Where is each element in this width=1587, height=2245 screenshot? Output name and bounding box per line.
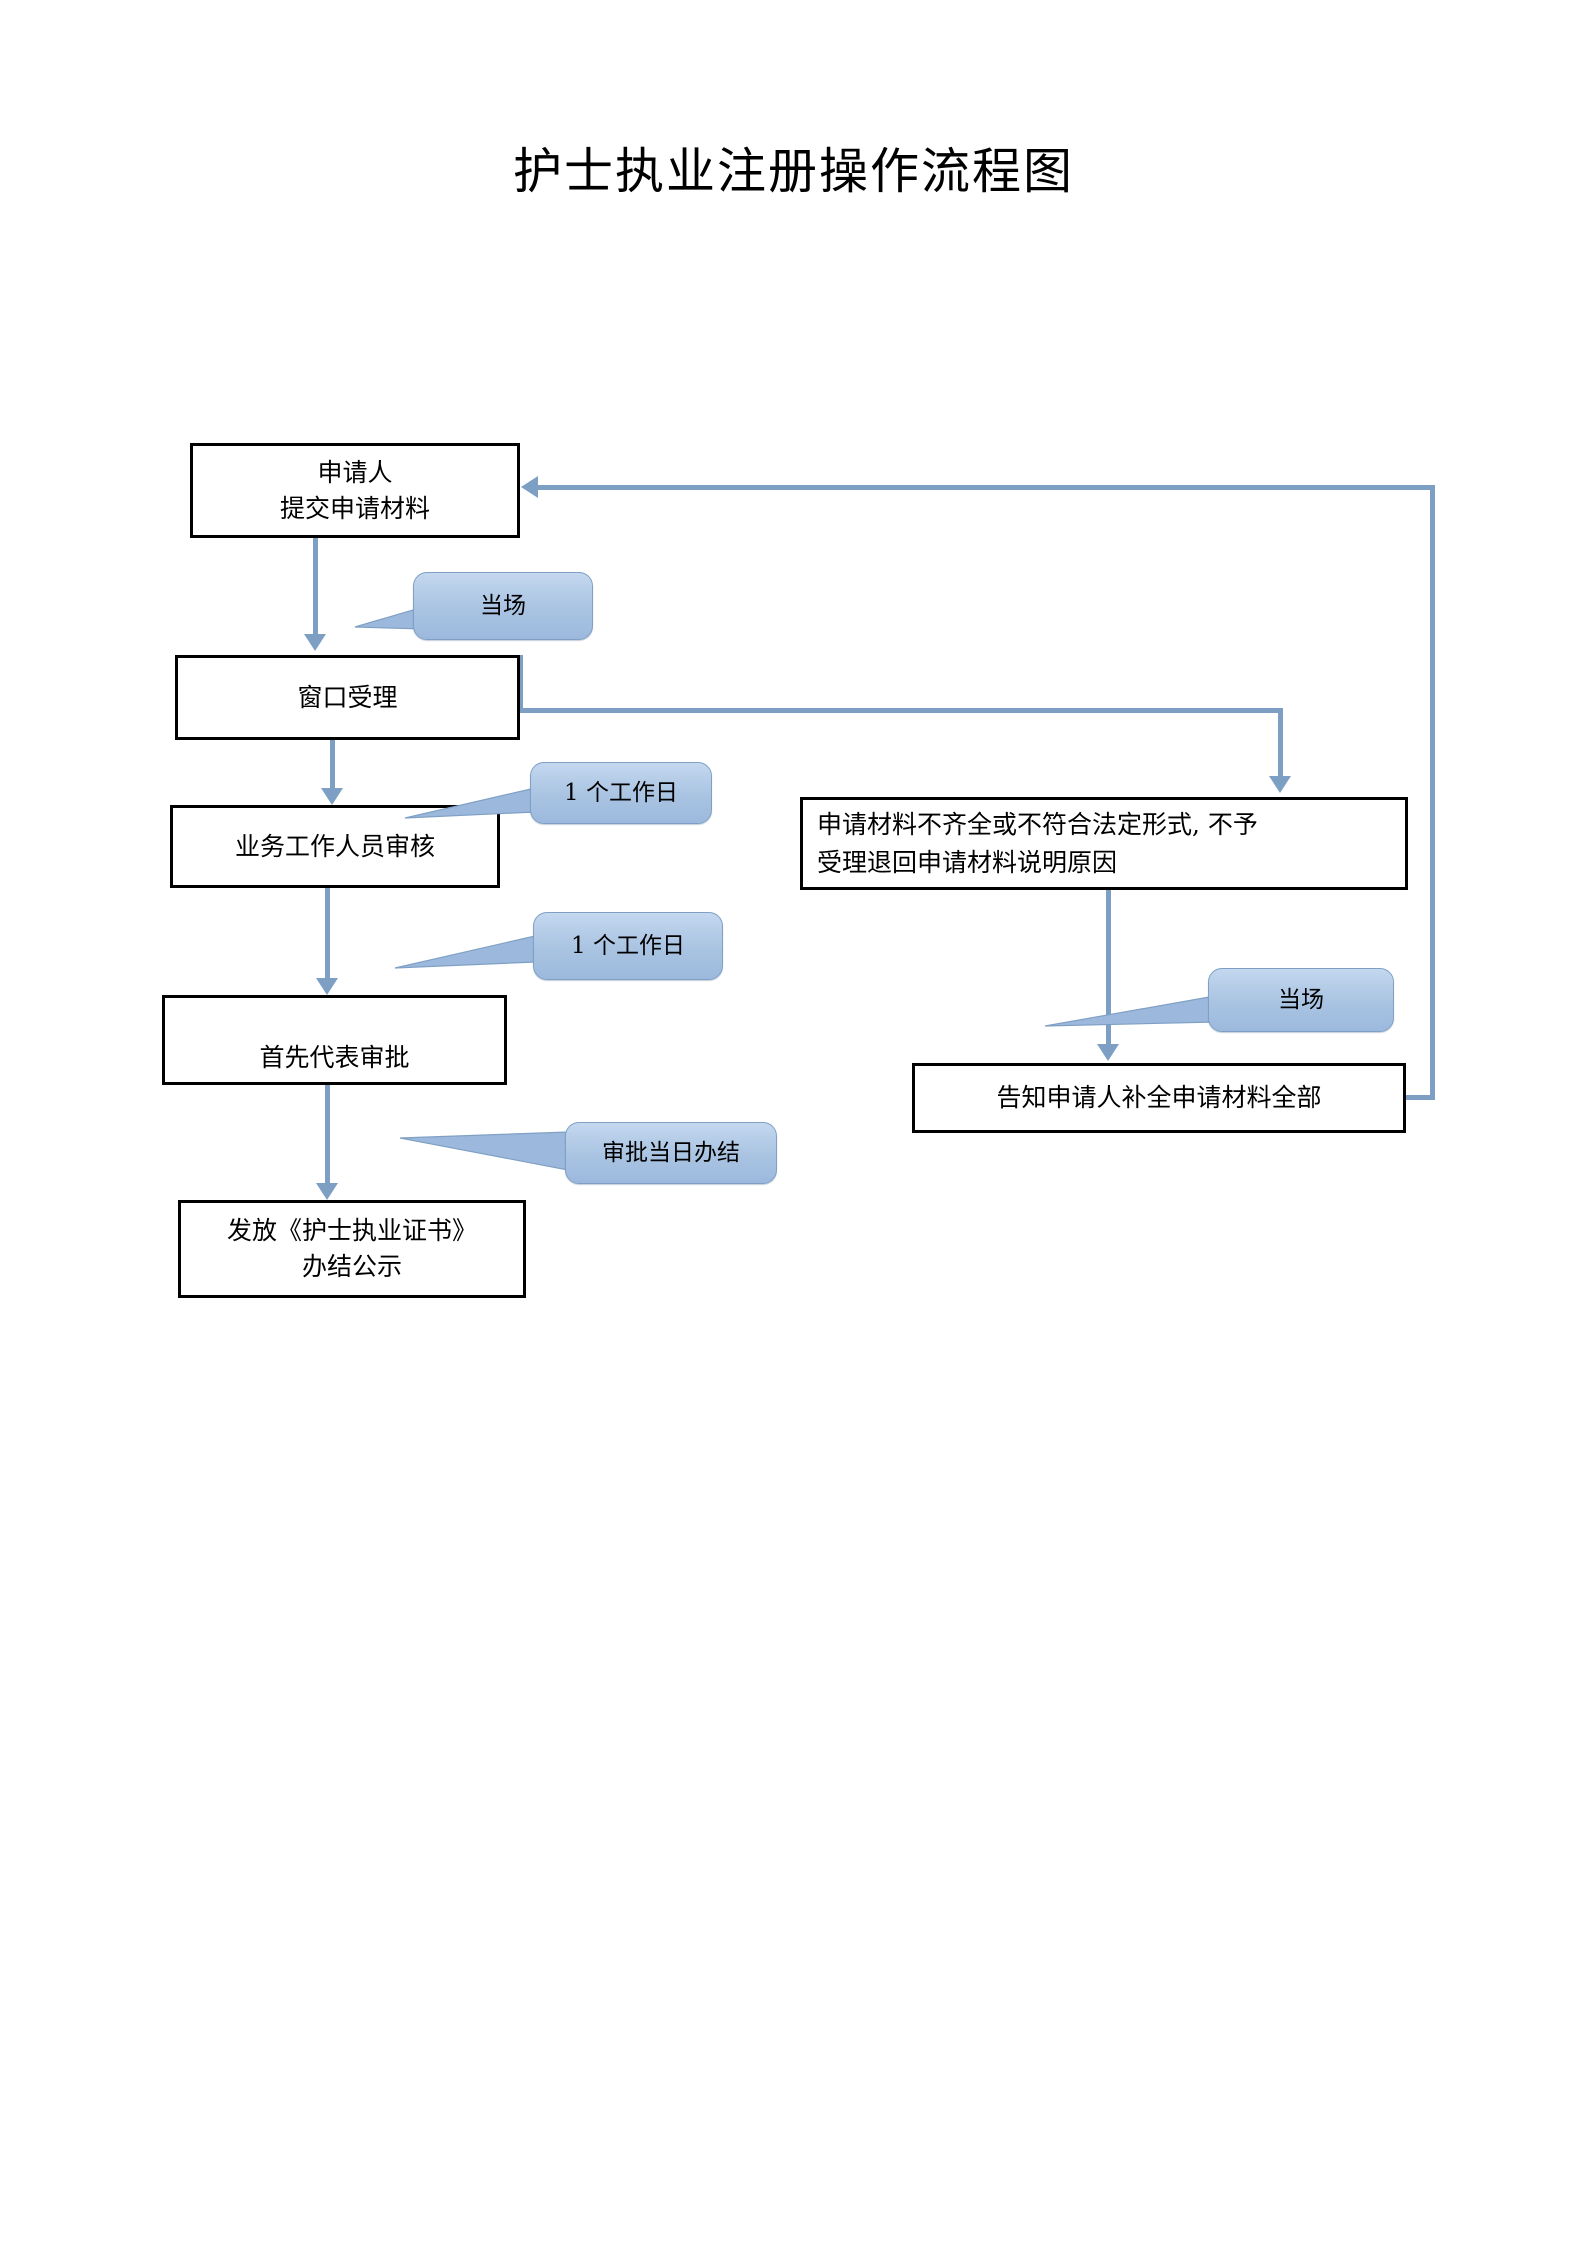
- connector-return-right: [1400, 1095, 1435, 1100]
- callout-one-workday-2-label: 1 个工作日: [571, 933, 685, 959]
- connector-approval-to-issue: [325, 1085, 330, 1183]
- arrowhead-return-applicant: [521, 476, 538, 498]
- node-staff-review-label: 业务工作人员审核: [234, 831, 435, 861]
- callout-one-workday-1-label: 1 个工作日: [564, 780, 678, 806]
- connector-review-to-approval: [325, 888, 330, 978]
- arrowhead-review: [321, 788, 343, 805]
- node-staff-review[interactable]: 业务工作人员审核: [170, 805, 500, 888]
- node-leader-approval-label: 首先代表审批: [259, 1043, 410, 1072]
- connector-intake-to-review: [330, 740, 335, 788]
- node-reject-notice[interactable]: 申请材料不齐全或不符合法定形式, 不予 受理退回申请材料说明原因: [800, 797, 1408, 890]
- node-applicant-label: 申请人 提交申请材料: [279, 457, 430, 523]
- node-inform-supplement-label: 告知申请人补全申请材料全部: [996, 1083, 1322, 1112]
- connector-return-up: [1430, 485, 1435, 1100]
- callout-tail-one-workday-1: [404, 787, 536, 819]
- callout-onsite-2-label: 当场: [1278, 987, 1324, 1013]
- callout-onsite-1-label: 当场: [480, 593, 526, 619]
- connector-branch-down-stub: [518, 655, 523, 710]
- node-window-intake-label: 窗口受理: [297, 682, 398, 712]
- node-window-intake[interactable]: 窗口受理: [175, 655, 520, 740]
- node-inform-supplement[interactable]: 告知申请人补全申请材料全部: [912, 1063, 1406, 1133]
- connector-branch-right: [518, 708, 1283, 713]
- connector-applicant-to-intake: [313, 538, 318, 634]
- arrowhead-reject: [1269, 776, 1291, 793]
- callout-onsite-1[interactable]: 当场: [413, 572, 593, 640]
- arrowhead-approval: [316, 978, 338, 995]
- node-issue-certificate[interactable]: 发放《护士执业证书》 办结公示: [178, 1200, 526, 1298]
- connector-branch-to-reject: [1278, 708, 1283, 776]
- node-issue-certificate-label: 发放《护士执业证书》 办结公示: [226, 1216, 477, 1281]
- node-leader-approval[interactable]: 首先代表审批: [162, 995, 507, 1085]
- callout-onsite-2[interactable]: 当场: [1208, 968, 1394, 1032]
- connector-reject-to-inform: [1106, 890, 1111, 1044]
- node-reject-notice-label: 申请材料不齐全或不符合法定形式, 不予 受理退回申请材料说明原因: [817, 809, 1258, 877]
- callout-tail-same-day: [399, 1131, 569, 1171]
- callout-tail-onsite-2: [1044, 995, 1216, 1027]
- callout-one-workday-1[interactable]: 1 个工作日: [530, 762, 712, 824]
- callout-tail-one-workday-2: [394, 935, 536, 969]
- callout-one-workday-2[interactable]: 1 个工作日: [533, 912, 723, 980]
- connector-return-left: [538, 485, 1435, 490]
- node-applicant[interactable]: 申请人 提交申请材料: [190, 443, 520, 538]
- callout-same-day[interactable]: 审批当日办结: [565, 1122, 777, 1184]
- page-title: 护士执业注册操作流程图: [512, 143, 1074, 200]
- arrowhead-issue: [316, 1183, 338, 1200]
- arrowhead-inform: [1097, 1044, 1119, 1061]
- arrowhead-intake: [304, 634, 326, 651]
- callout-same-day-label: 审批当日办结: [602, 1140, 740, 1166]
